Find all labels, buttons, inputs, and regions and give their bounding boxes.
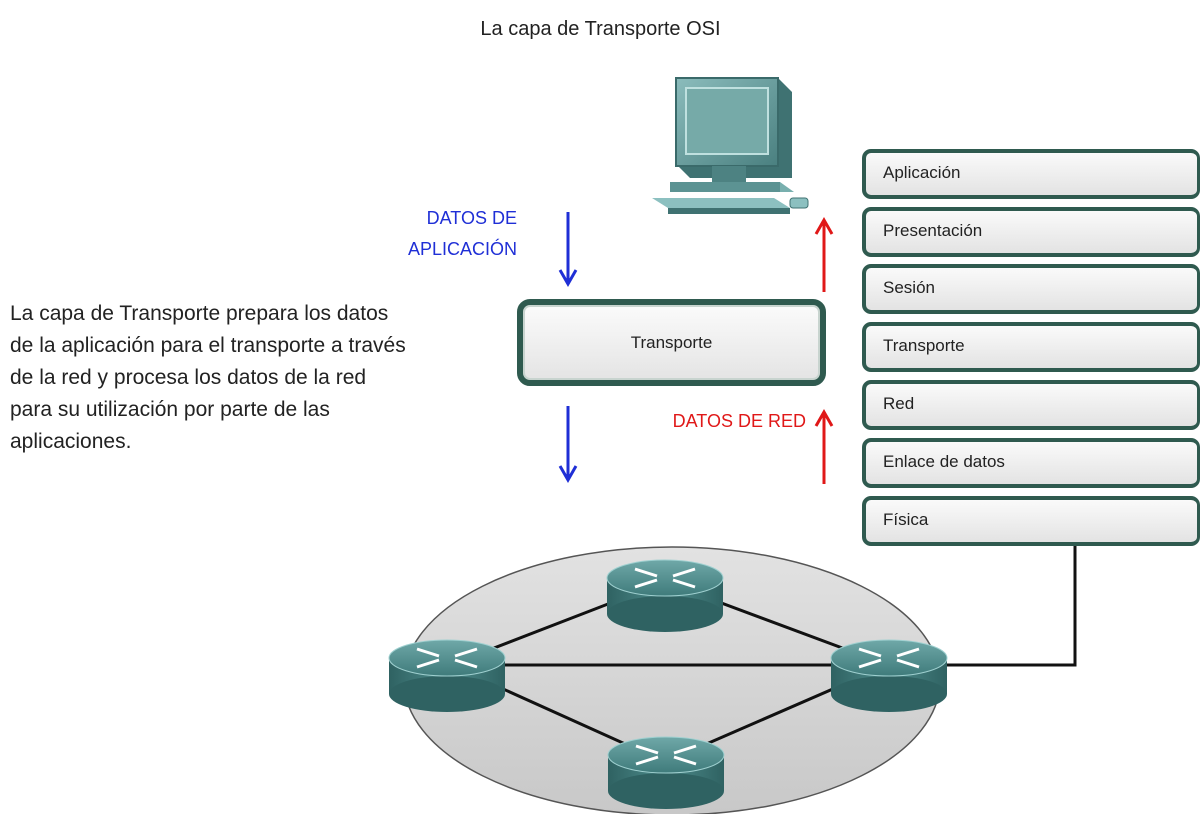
description-line: La capa de Transporte prepara los datos <box>10 302 389 325</box>
osi-layer-session: Sesión <box>862 264 1200 314</box>
description-line: para su utilización por parte de las <box>10 398 330 421</box>
computer-icon <box>652 77 809 214</box>
osi-layer-physical: Física <box>862 496 1200 546</box>
application-data-arrows <box>558 212 578 484</box>
application-data-label-line: DATOS DE <box>426 208 517 228</box>
osi-layer-label: Red <box>883 394 915 413</box>
transport-layer-box: Transporte <box>517 299 826 386</box>
osi-layer-application: Aplicación <box>862 149 1200 199</box>
router-icon <box>606 559 724 632</box>
osi-layer-label: Presentación <box>883 221 983 240</box>
router-icon <box>607 736 725 809</box>
osi-layer-label: Enlace de datos <box>883 452 1005 471</box>
transport-layer-box-label: Transporte <box>630 333 713 352</box>
router-icon <box>830 639 948 712</box>
description-line: de la aplicación para el transporte a tr… <box>10 334 406 357</box>
diagram-title: La capa de Transporte OSI <box>480 18 721 40</box>
osi-layer-label: Transporte <box>883 336 965 355</box>
router-icon <box>388 639 506 712</box>
osi-layer-presentation: Presentación <box>862 207 1200 257</box>
osi-layer-label: Física <box>883 510 929 529</box>
network-data-arrows <box>814 216 834 484</box>
osi-layer-label: Aplicación <box>883 163 961 182</box>
network-data-label: DATOS DE RED <box>672 411 806 431</box>
osi-layer-label: Sesión <box>883 278 935 297</box>
osi-layer-transport: Transporte <box>862 322 1200 372</box>
application-data-label: DATOS DE APLICACIÓN <box>360 203 517 265</box>
application-data-label-line: APLICACIÓN <box>407 239 517 259</box>
description-text: La capa de Transporte prepara los datos … <box>10 298 500 458</box>
osi-layer-data-link: Enlace de datos <box>862 438 1200 488</box>
description-line: aplicaciones. <box>10 430 132 453</box>
description-line: de la red y procesa los datos de la red <box>10 366 367 389</box>
osi-layer-network: Red <box>862 380 1200 430</box>
